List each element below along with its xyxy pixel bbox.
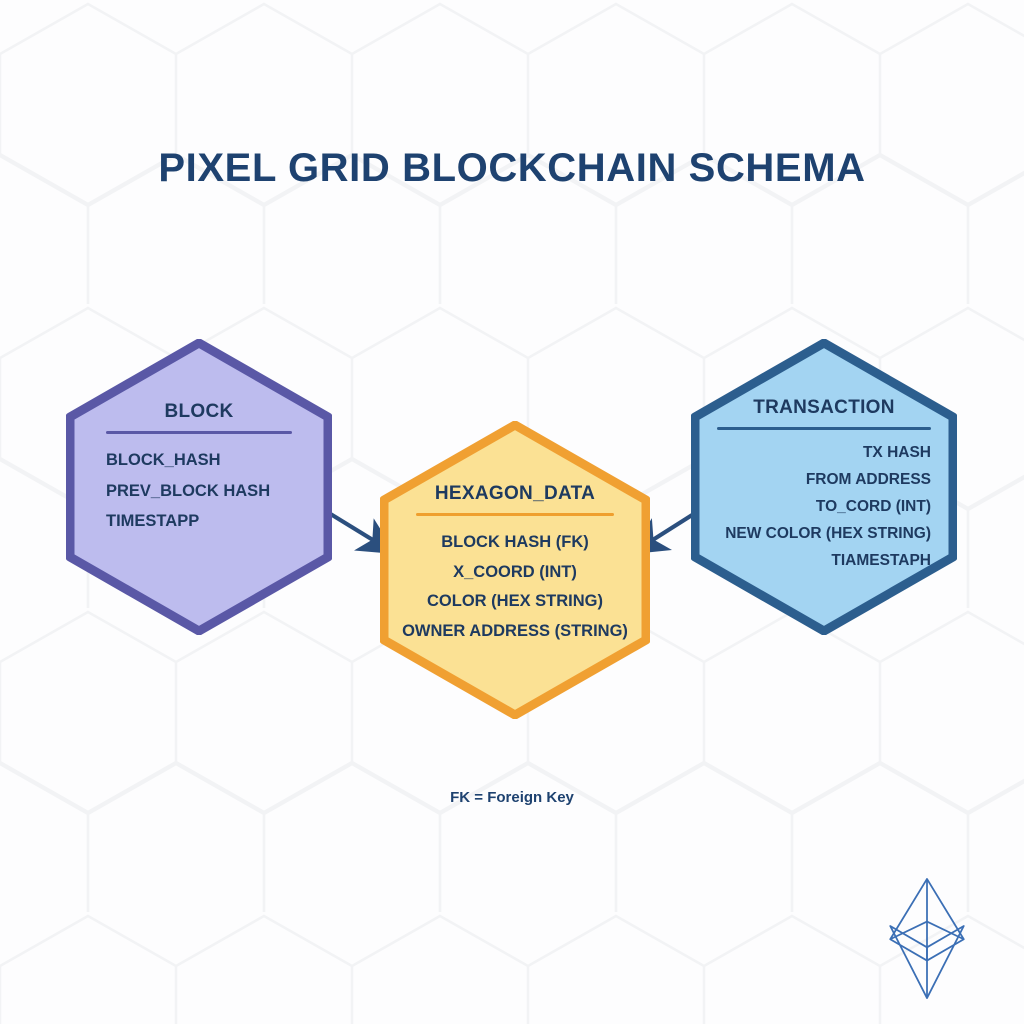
field-item: TX HASH	[862, 444, 931, 461]
connector-block-to-hexagon-data	[322, 508, 397, 555]
entity-transaction-field-list: TX HASH FROM ADDRESS TO_CORD (INT) NEW C…	[717, 440, 931, 574]
page-title: PIXEL GRID BLOCKCHAIN SCHEMA	[158, 146, 866, 190]
entity-transaction-body: TRANSACTION TX HASH FROM ADDRESS TO_CORD…	[691, 397, 957, 574]
entity-hexagon-data-title: HEXAGON_DATA	[434, 483, 596, 504]
ethereum-logo-icon	[889, 878, 965, 999]
entity-hexagon-data-field-list: BLOCK HASH (FK) X_COORD (INT) COLOR (HEX…	[402, 529, 628, 645]
entity-hexagon-data-body: HEXAGON_DATA BLOCK HASH (FK) X_COORD (IN…	[380, 483, 650, 645]
field-item: FROM ADDRESS	[805, 471, 931, 489]
field-item: NEW COLOR (HEX STRING)	[725, 525, 931, 543]
entity-block[interactable]: BLOCK BLOCK_HASH PREV_BLOCK HASH TIMESTA…	[66, 339, 332, 635]
hexagon-shape-hexagon-data	[380, 421, 650, 719]
entity-block-body: BLOCK BLOCK_HASH PREV_BLOCK HASH TIMESTA…	[66, 401, 332, 535]
entity-block-title: BLOCK	[164, 401, 234, 422]
entity-transaction[interactable]: TRANSACTION TX HASH FROM ADDRESS TO_CORD…	[691, 339, 957, 635]
field-item: OWNER ADDRESS (STRING)	[402, 622, 628, 641]
hexagon-shape-block	[66, 339, 332, 635]
field-item: TIMESTAPP	[106, 512, 200, 531]
entity-hexagon-data[interactable]: HEXAGON_DATA BLOCK HASH (FK) X_COORD (IN…	[380, 421, 650, 719]
field-item: X_COORD (INT)	[453, 562, 577, 581]
hexagon-shape-transaction	[691, 339, 957, 635]
entity-block-field-list: BLOCK_HASH PREV_BLOCK HASH TIMESTAPP	[106, 447, 292, 535]
entity-hexagon-data-divider	[416, 513, 614, 516]
field-item: BLOCK_HASH	[106, 451, 221, 469]
entity-block-divider	[106, 431, 292, 434]
field-item: TIAMESTAPH	[831, 552, 931, 570]
field-item: BLOCK HASH (FK)	[441, 533, 589, 551]
connector-transaction-to-hexagon-data	[630, 508, 702, 555]
field-item: COLOR (HEX STRING)	[427, 592, 603, 611]
entity-transaction-divider	[717, 427, 931, 430]
entity-transaction-title: TRANSACTION	[753, 397, 895, 418]
legend-foreign-key: FK = Foreign Key	[450, 789, 574, 806]
field-item: PREV_BLOCK HASH	[106, 481, 271, 500]
field-item: TO_CORD (INT)	[815, 498, 931, 516]
